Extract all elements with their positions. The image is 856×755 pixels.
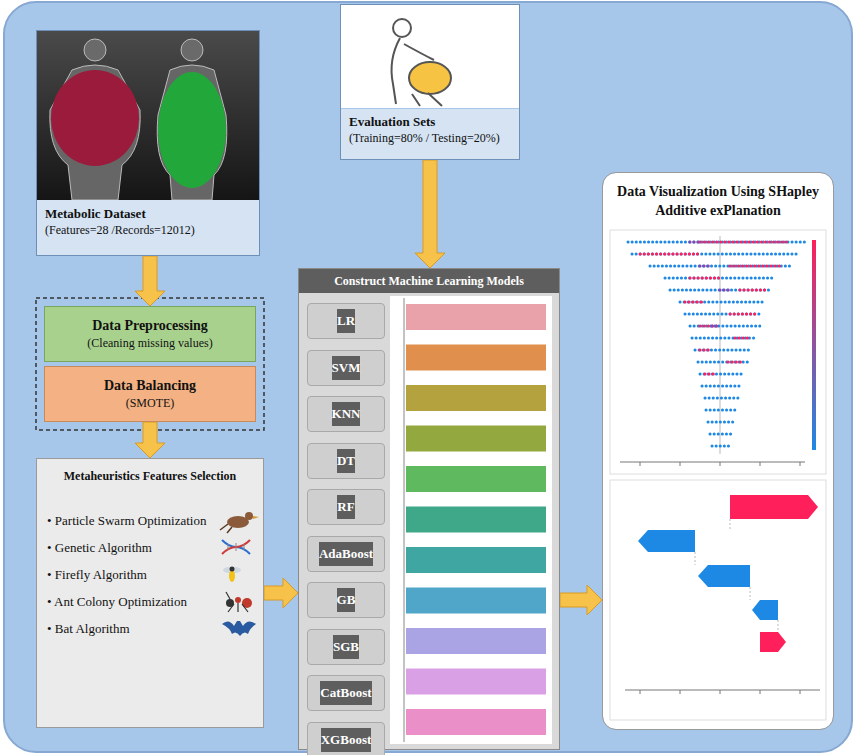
node-heading: XGBoost bbox=[321, 728, 372, 752]
dataset-illustration bbox=[37, 31, 259, 200]
text-area: Construct Machine Learning Models bbox=[299, 269, 559, 293]
model-button: DT bbox=[307, 443, 385, 479]
text-area: SGB bbox=[333, 635, 359, 659]
feature-selection-artwork bbox=[37, 459, 263, 727]
node-text: (SMOTE) bbox=[51, 395, 249, 411]
node-text: • Particle Swarm Optimization bbox=[41, 512, 259, 530]
node-text: • Genetic Algorithm bbox=[41, 539, 259, 557]
node-heading: Data Balancing bbox=[51, 377, 249, 395]
node-heading: Evaluation Sets bbox=[349, 113, 511, 130]
block-arrow bbox=[135, 256, 165, 306]
model-bars bbox=[299, 269, 559, 749]
text-area: AdaBoost bbox=[319, 542, 373, 566]
node-text: • Firefly Algorithm bbox=[41, 566, 259, 584]
node-heading: CatBoost bbox=[320, 681, 371, 705]
node-text: • Bat Algorithm bbox=[41, 620, 259, 638]
node-heading: SVM bbox=[332, 356, 361, 380]
block-arrow bbox=[264, 578, 298, 608]
text-area: Data Balancing(SMOTE) bbox=[45, 373, 255, 415]
text-area: GB bbox=[337, 588, 356, 612]
text-area: Data Visualization Using SHapley Additiv… bbox=[603, 173, 833, 220]
text-area: KNN bbox=[332, 402, 361, 426]
model-button: LR bbox=[307, 303, 385, 339]
node-heading: SGB bbox=[333, 635, 359, 659]
model-button: AdaBoost bbox=[307, 536, 385, 572]
node-heading: Construct Machine Learning Models bbox=[299, 269, 559, 293]
node-heading: GB bbox=[337, 588, 356, 612]
node-heading: DT bbox=[337, 449, 355, 473]
shap-artwork bbox=[603, 173, 833, 729]
text-area: LR bbox=[337, 309, 355, 333]
node-text: (Training=80% / Testing=20%) bbox=[349, 130, 511, 146]
text-area: Metabolic Dataset(Features=28 /Records=1… bbox=[37, 200, 259, 255]
text-area: Metaheuristics Features Selection • Parti… bbox=[37, 459, 263, 638]
preprocessing-box: Data Preprocessing(Cleaning missing valu… bbox=[44, 306, 256, 362]
node-text: • Ant Colony Optimization bbox=[41, 593, 259, 611]
dashed-group bbox=[36, 298, 264, 430]
text-area: CatBoost bbox=[320, 681, 371, 705]
model-button: CatBoost bbox=[307, 675, 385, 711]
node-heading: Data Preprocessing bbox=[51, 317, 249, 335]
text-area: RF bbox=[337, 495, 354, 519]
node-text: (Features=28 /Records=12012) bbox=[45, 222, 251, 238]
evaluation-box: Evaluation Sets(Training=80% / Testing=2… bbox=[340, 4, 520, 160]
background-panel bbox=[4, 2, 852, 752]
block-arrow bbox=[135, 422, 165, 458]
block-arrow bbox=[415, 160, 445, 268]
model-button: RF bbox=[307, 489, 385, 525]
dataset-box: Metabolic Dataset(Features=28 /Records=1… bbox=[36, 30, 260, 256]
text-area: DT bbox=[337, 449, 355, 473]
model-button: XGBoost bbox=[307, 722, 385, 755]
text-area: XGBoost bbox=[321, 728, 372, 752]
balancing-box: Data Balancing(SMOTE) bbox=[44, 366, 256, 422]
block-arrow bbox=[560, 585, 602, 615]
text-area: Evaluation Sets(Training=80% / Testing=2… bbox=[341, 109, 519, 159]
text-area: SVM bbox=[332, 356, 361, 380]
model-button: SGB bbox=[307, 629, 385, 665]
node-heading: RF bbox=[337, 495, 354, 519]
node-heading: Metaheuristics Features Selection bbox=[41, 467, 259, 485]
feature-selection-box: Metaheuristics Features Selection • Parti… bbox=[36, 458, 264, 728]
shap-panel: Data Visualization Using SHapley Additiv… bbox=[602, 172, 834, 730]
node-text: (Cleaning missing values) bbox=[51, 335, 249, 351]
node-heading: Data Visualization Using SHapley Additiv… bbox=[613, 182, 823, 220]
node-heading: AdaBoost bbox=[319, 542, 373, 566]
node-heading: KNN bbox=[332, 402, 361, 426]
evaluation-icon bbox=[341, 5, 519, 108]
model-button: SVM bbox=[307, 350, 385, 386]
node-heading: Metabolic Dataset bbox=[45, 205, 251, 222]
text-area: Data Preprocessing(Cleaning missing valu… bbox=[45, 313, 255, 355]
model-panel: Construct Machine Learning ModelsLR SVM KN… bbox=[298, 268, 560, 750]
model-button: KNN bbox=[307, 396, 385, 432]
node-heading: LR bbox=[337, 309, 355, 333]
model-button: GB bbox=[307, 582, 385, 618]
